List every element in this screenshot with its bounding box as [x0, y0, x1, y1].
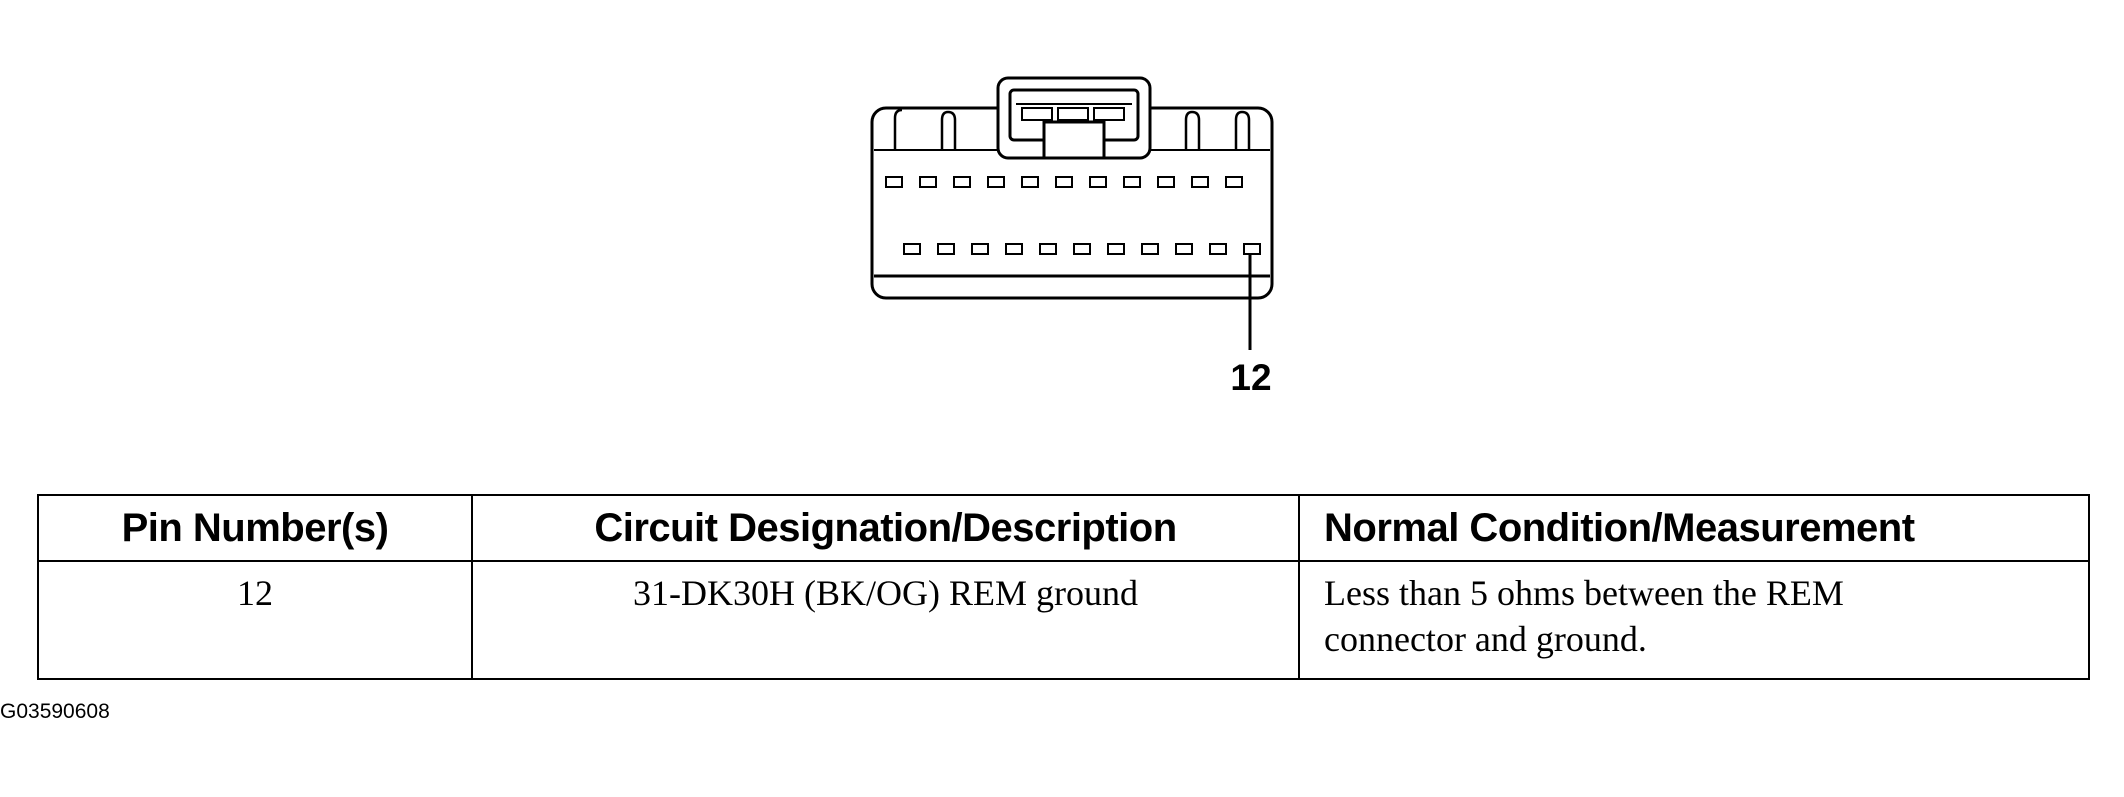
- bottom-row-cavity: [1209, 243, 1227, 255]
- figure-id: G03590608: [0, 700, 110, 723]
- table-header-row: Pin Number(s) Circuit Designation/Descri…: [37, 494, 2090, 562]
- bottom-row-cavity: [1073, 243, 1091, 255]
- pin-table: Pin Number(s) Circuit Designation/Descri…: [37, 494, 2090, 680]
- bottom-row-cavity: [937, 243, 955, 255]
- bottom-row-cavity: [1107, 243, 1125, 255]
- bottom-row-cavity: [1175, 243, 1193, 255]
- top-row-cavity: [1021, 176, 1039, 188]
- bottom-row-cavity: [903, 243, 921, 255]
- top-row-cavity: [1191, 176, 1209, 188]
- cell-pin-number: 12: [37, 560, 473, 680]
- bottom-row-cavity: [1005, 243, 1023, 255]
- top-row-cavity: [885, 176, 903, 188]
- bottom-row-cavities: [903, 243, 1261, 255]
- top-row-cavities: [885, 176, 1243, 188]
- bottom-row-cavity: [1039, 243, 1057, 255]
- top-row-cavity: [1089, 176, 1107, 188]
- pin-12-callout-label: 12: [1230, 357, 1271, 398]
- bottom-row-cavity: [1141, 243, 1159, 255]
- top-row-cavity: [1055, 176, 1073, 188]
- connector-latch: [996, 76, 1152, 160]
- top-row-cavity: [987, 176, 1005, 188]
- top-row-cavity: [1123, 176, 1141, 188]
- cell-circuit: 31-DK30H (BK/OG) REM ground: [471, 560, 1300, 680]
- header-normal-condition: Normal Condition/Measurement: [1298, 494, 2090, 562]
- cell-condition-line-2: connector and ground.: [1324, 619, 1647, 659]
- cell-condition-line-1: Less than 5 ohms between the REM: [1324, 573, 1844, 613]
- bottom-row-cavity: [1243, 243, 1261, 255]
- header-pin-numbers: Pin Number(s): [37, 494, 473, 562]
- table-row: 12 31-DK30H (BK/OG) REM ground Less than…: [37, 560, 2090, 680]
- top-row-cavity: [1157, 176, 1175, 188]
- connector-ribs: [893, 108, 1251, 150]
- connector-diagram: 12: [870, 76, 1274, 398]
- top-row-cavity: [1225, 176, 1243, 188]
- top-row-cavity: [953, 176, 971, 188]
- cell-condition: Less than 5 ohms between the REM connect…: [1298, 560, 2090, 680]
- header-circuit-designation: Circuit Designation/Description: [471, 494, 1300, 562]
- top-row-cavity: [919, 176, 937, 188]
- bottom-row-cavity: [971, 243, 989, 255]
